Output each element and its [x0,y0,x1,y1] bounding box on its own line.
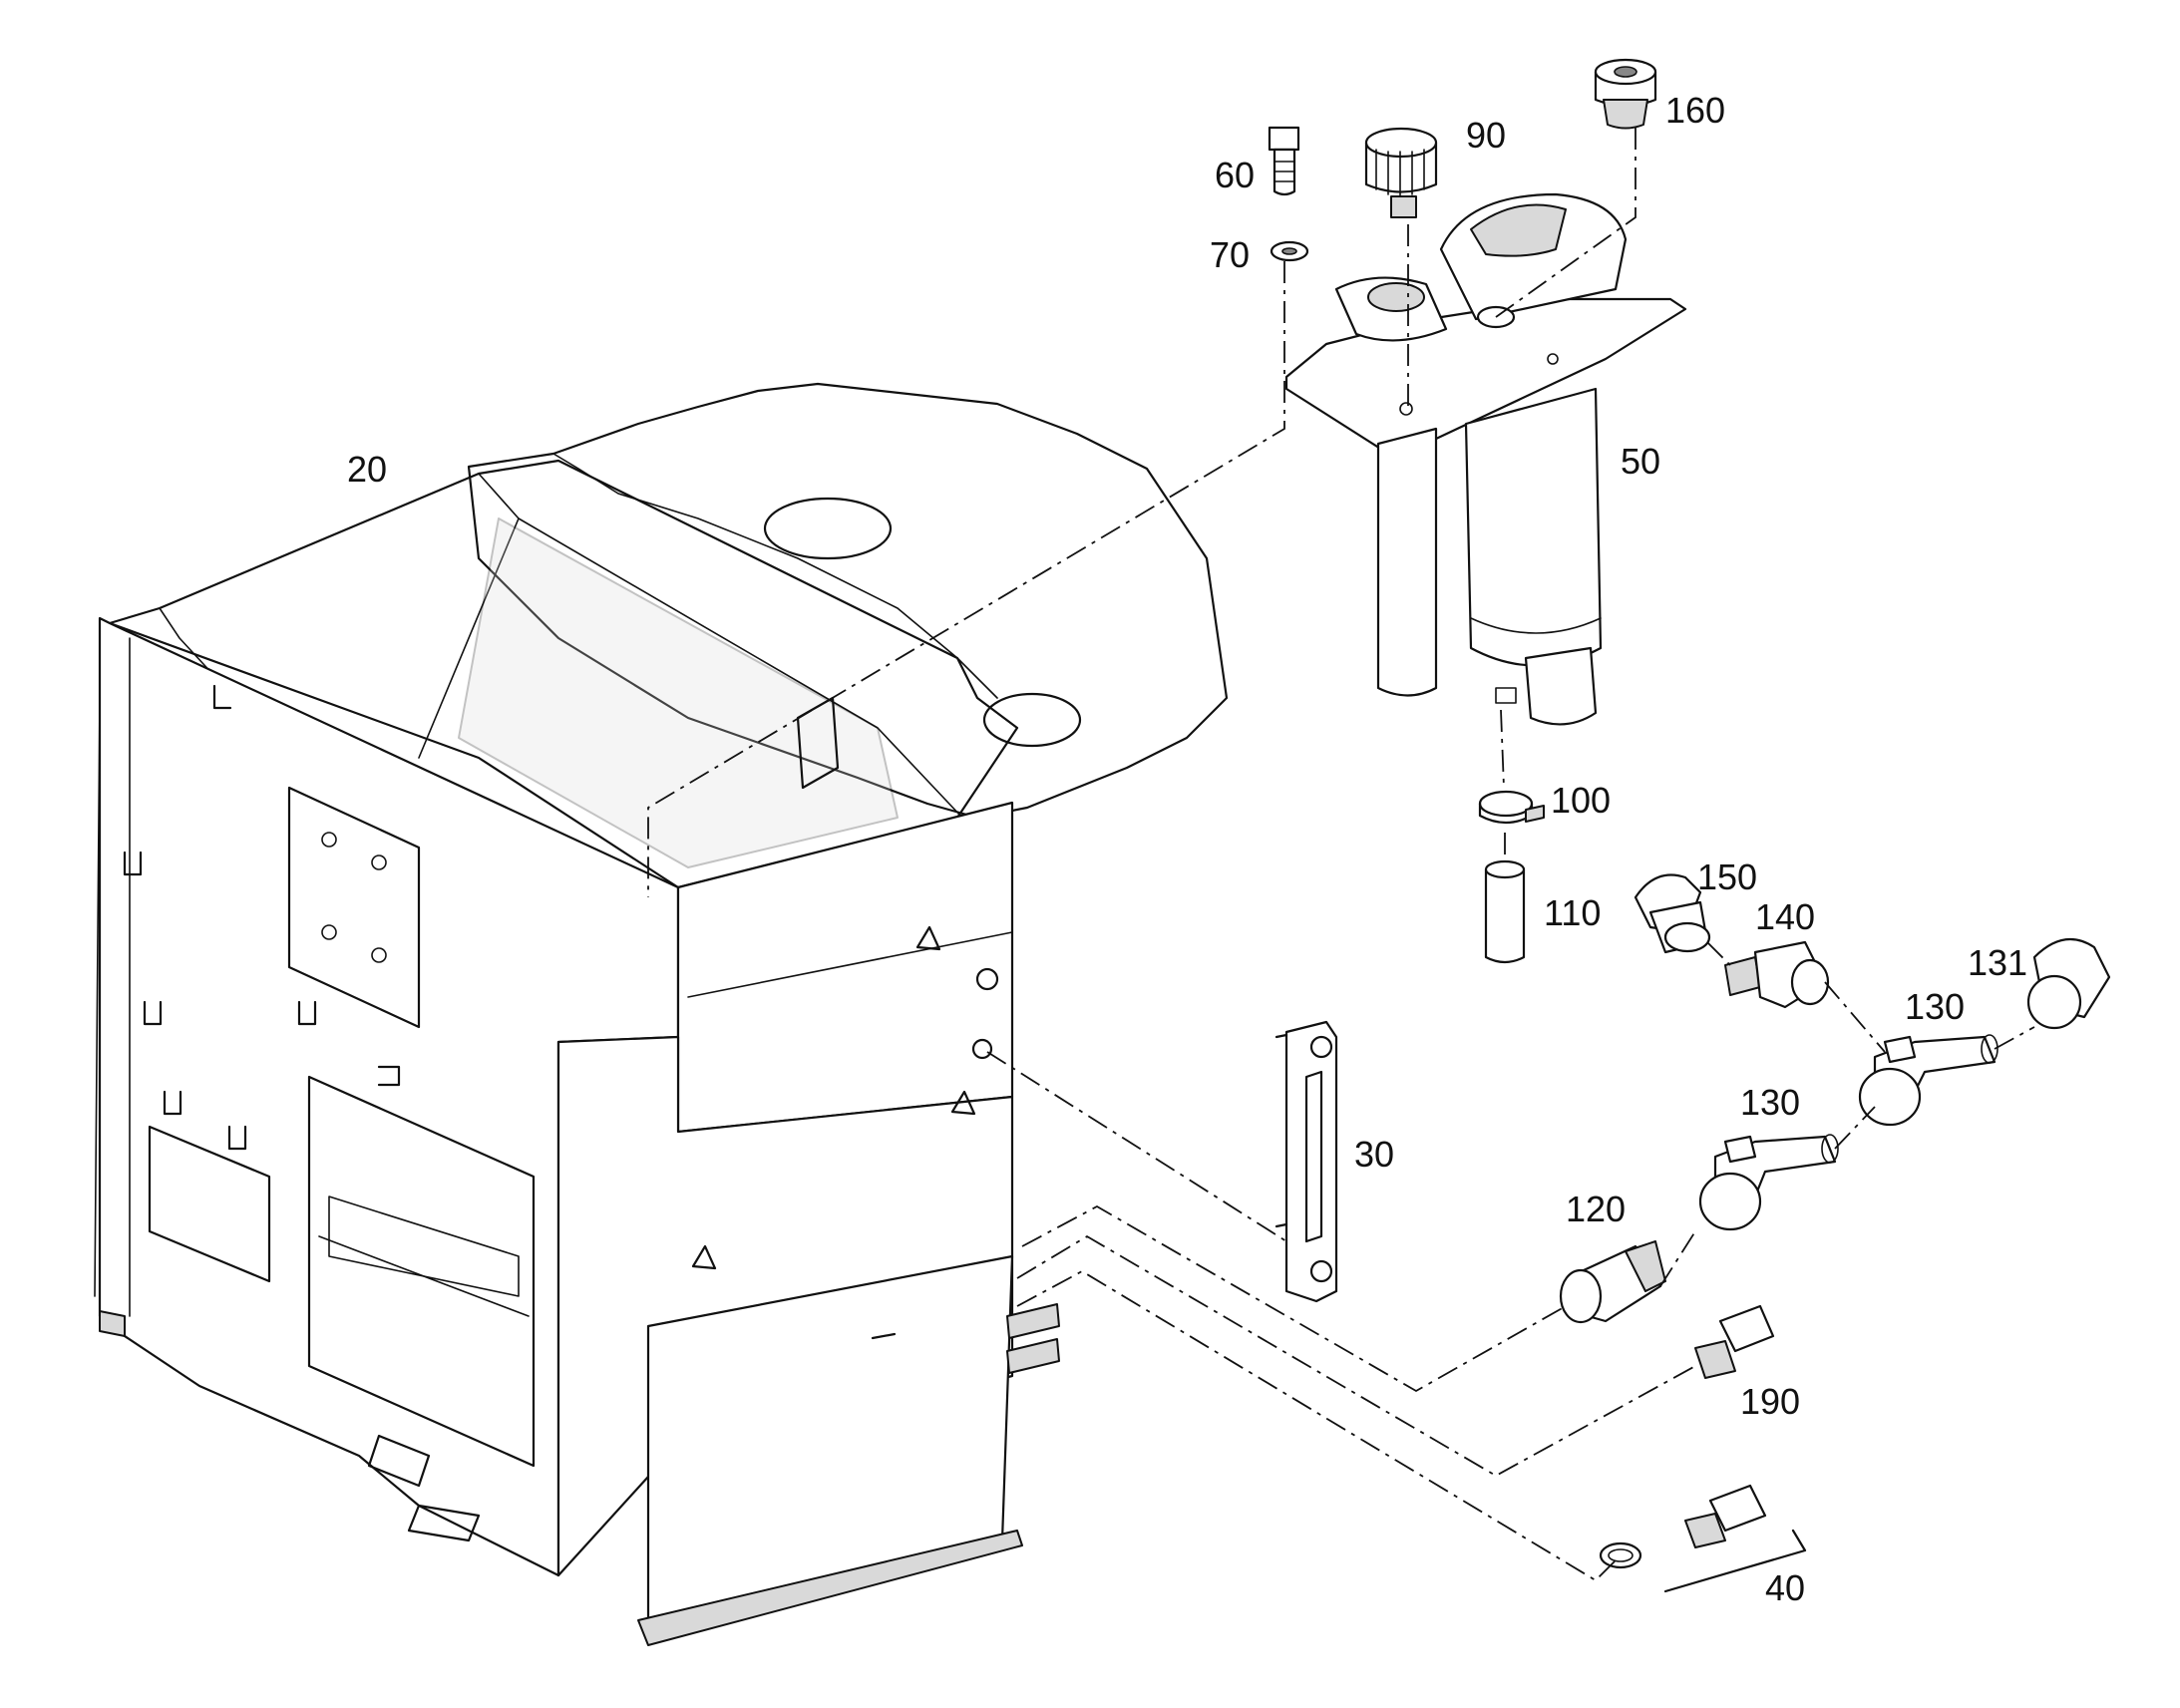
elbow-fitting-150 [1634,873,1711,954]
label-part-20: 20 [347,449,387,490]
hose-clamp-100 [1478,790,1545,825]
label-part-60: 60 [1215,155,1255,195]
label-part-70: 70 [1210,234,1250,275]
tee-fitting-130-upper [1858,1034,1998,1127]
assembly-leader-lines [647,125,2035,1582]
label-part-190: 190 [1740,1381,1800,1422]
part-labels: 20 30 40 50 60 70 90 100 110 120 130 130… [347,90,2027,1608]
label-part-100: 100 [1551,780,1611,821]
filter-assembly [1284,192,1687,726]
sight-glass [1274,1020,1338,1303]
label-part-130-lower: 130 [1740,1082,1800,1123]
fitting-kit-40 [1599,1484,1807,1593]
label-part-40: 40 [1765,1567,1805,1608]
washer-70 [1270,240,1309,262]
label-part-140: 140 [1755,896,1815,937]
bolt-60 [1268,126,1300,196]
label-part-160: 160 [1665,90,1725,131]
label-part-50: 50 [1621,441,1660,482]
label-part-150: 150 [1697,856,1757,897]
label-part-130-upper: 130 [1905,986,1965,1027]
housing-frame [94,382,1229,1646]
knob-90 [1364,127,1438,218]
tee-fitting-130-lower [1698,1134,1839,1231]
label-part-131: 131 [1968,942,2027,983]
elbow-fitting-131 [2026,937,2111,1030]
adapter-fitting-140 [1724,940,1830,1009]
label-part-120: 120 [1566,1189,1626,1229]
plug-160 [1594,58,1657,130]
label-part-90: 90 [1466,115,1506,156]
hose-110 [1484,859,1526,964]
label-part-110: 110 [1544,892,1601,933]
label-part-30: 30 [1354,1134,1394,1175]
sensor-fitting-190 [1694,1304,1775,1379]
connector-fitting-120 [1559,1240,1666,1324]
